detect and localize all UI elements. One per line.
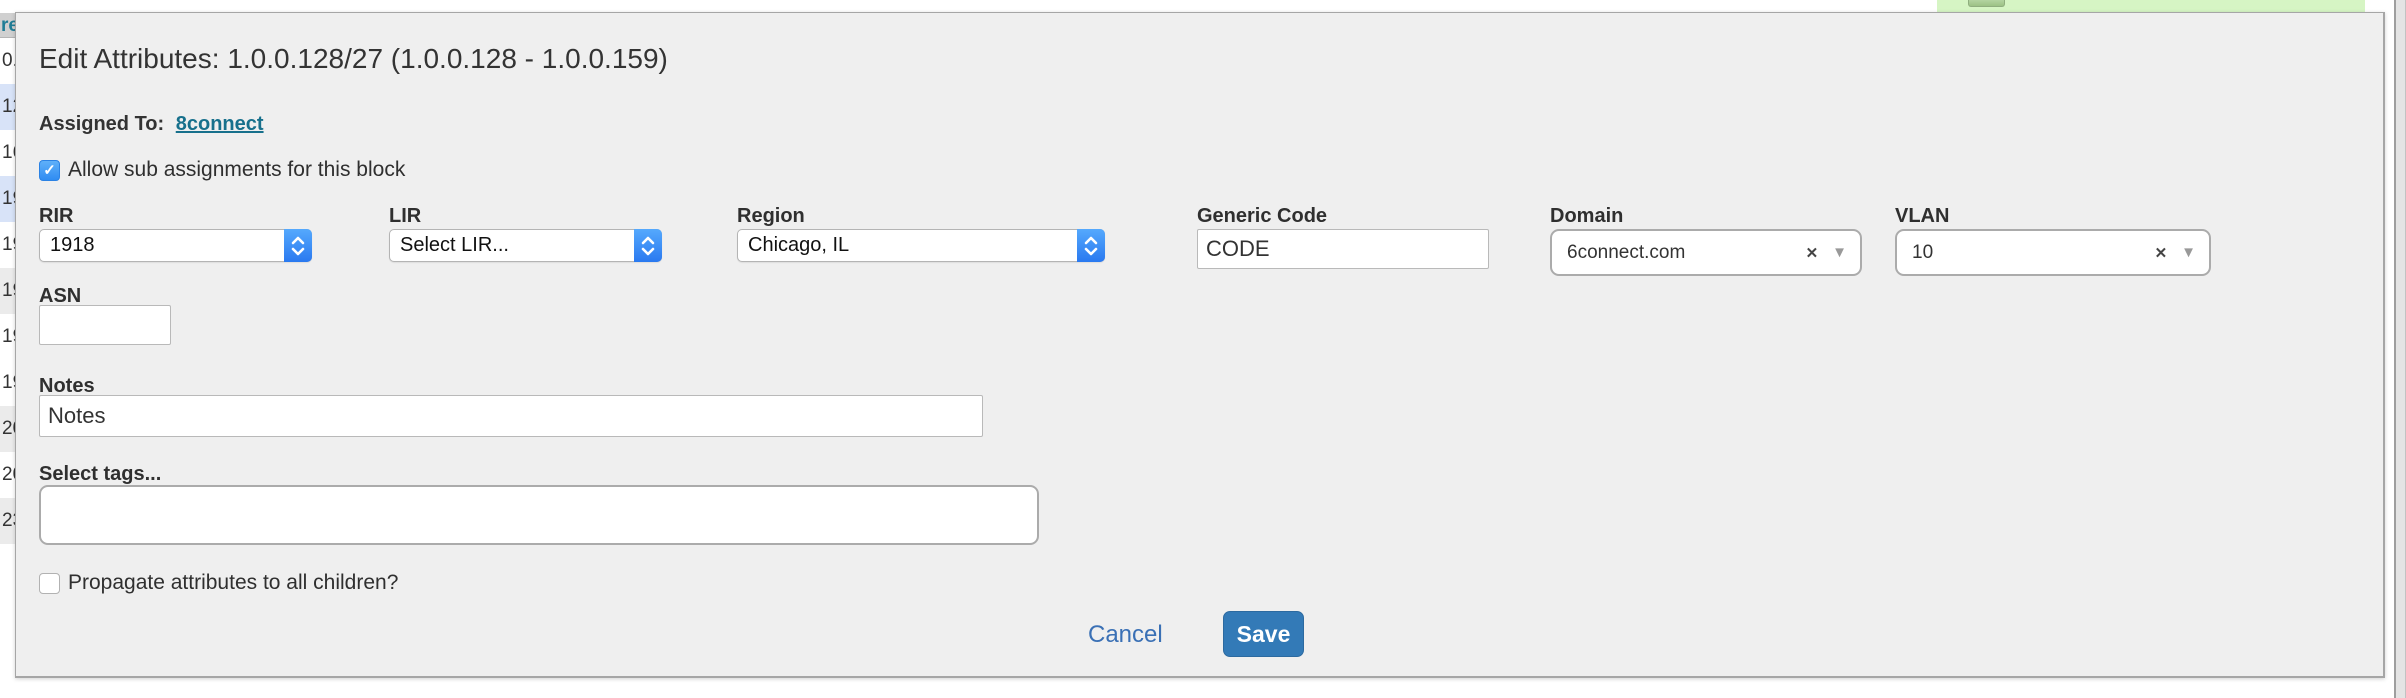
notes-input[interactable] (39, 395, 983, 437)
select-stepper-icon (1077, 229, 1105, 262)
region-select[interactable]: Chicago, IL (737, 229, 1105, 262)
rir-select-value: 1918 (50, 234, 95, 256)
select-stepper-icon (634, 229, 662, 262)
region-label: Region (737, 205, 805, 227)
vlan-select[interactable]: 10 ✕ ▼ (1895, 229, 2211, 276)
allow-sub-assignments-label: Allow sub assignments for this block (68, 158, 406, 181)
select-stepper-icon (284, 229, 312, 262)
table-row: 20 (2, 464, 16, 485)
table-row: 16 (2, 142, 16, 163)
chevron-down-icon[interactable]: ▼ (2181, 244, 2196, 261)
background-table-strip: re 0. 12 16 19 19 19 19 19 20 20 23 (0, 13, 16, 573)
table-row: 19 (0, 176, 16, 222)
propagate-row: Propagate attributes to all children? (39, 571, 398, 595)
region-select-value: Chicago, IL (748, 234, 850, 256)
rir-label: RIR (39, 205, 74, 227)
table-row: 23 (0, 498, 16, 544)
allow-sub-assignments-checkbox[interactable]: ✓ (39, 159, 60, 181)
select-tags-label: Select tags... (39, 463, 162, 485)
table-row: 0. (2, 50, 16, 71)
table-row: 19 (2, 326, 16, 347)
lir-select-value: Select LIR... (400, 234, 509, 256)
check-icon: ✓ (43, 161, 56, 179)
background-table-header: re (0, 13, 16, 38)
domain-select[interactable]: 6connect.com ✕ ▼ (1550, 229, 1862, 276)
lir-label: LIR (389, 205, 422, 227)
vlan-select-value: 10 (1912, 241, 1934, 263)
assigned-to-label: Assigned To: (39, 113, 165, 135)
table-row: 12 (0, 84, 16, 130)
rir-select[interactable]: 1918 (39, 229, 312, 262)
background-success-bar (1937, 0, 2365, 12)
clear-icon[interactable]: ✕ (2154, 244, 2168, 262)
cancel-button[interactable]: Cancel (1088, 621, 1163, 648)
table-row: 19 (2, 372, 16, 393)
propagate-label: Propagate attributes to all children? (68, 571, 399, 594)
assigned-to-row: Assigned To: 8connect (39, 113, 264, 136)
right-panel-edge (2394, 0, 2406, 698)
domain-label: Domain (1550, 205, 1624, 227)
tags-input[interactable] (41, 487, 1037, 543)
table-row: 19 (2, 234, 16, 255)
lir-select[interactable]: Select LIR... (389, 229, 662, 262)
asn-label: ASN (39, 285, 82, 307)
background-button-fragment (1968, 0, 2005, 7)
table-row: 20 (0, 406, 16, 452)
domain-select-value: 6connect.com (1567, 241, 1686, 263)
vlan-label: VLAN (1895, 205, 1950, 227)
clear-icon[interactable]: ✕ (1805, 244, 1819, 262)
asn-input[interactable] (39, 305, 171, 345)
save-button[interactable]: Save (1223, 611, 1304, 657)
chevron-down-icon[interactable]: ▼ (1832, 244, 1847, 261)
generic-code-label: Generic Code (1197, 205, 1328, 227)
propagate-checkbox[interactable] (39, 572, 60, 594)
generic-code-input[interactable] (1197, 229, 1489, 269)
table-row: 19 (0, 268, 16, 314)
edit-attributes-dialog: Edit Attributes: 1.0.0.128/27 (1.0.0.128… (15, 12, 2385, 678)
assigned-to-link[interactable]: 8connect (175, 113, 264, 135)
tags-field[interactable] (39, 485, 1039, 545)
page-title: Edit Attributes: 1.0.0.128/27 (1.0.0.128… (39, 43, 668, 74)
notes-label: Notes (39, 375, 95, 397)
allow-sub-assignments-row: ✓ Allow sub assignments for this block (39, 158, 405, 182)
